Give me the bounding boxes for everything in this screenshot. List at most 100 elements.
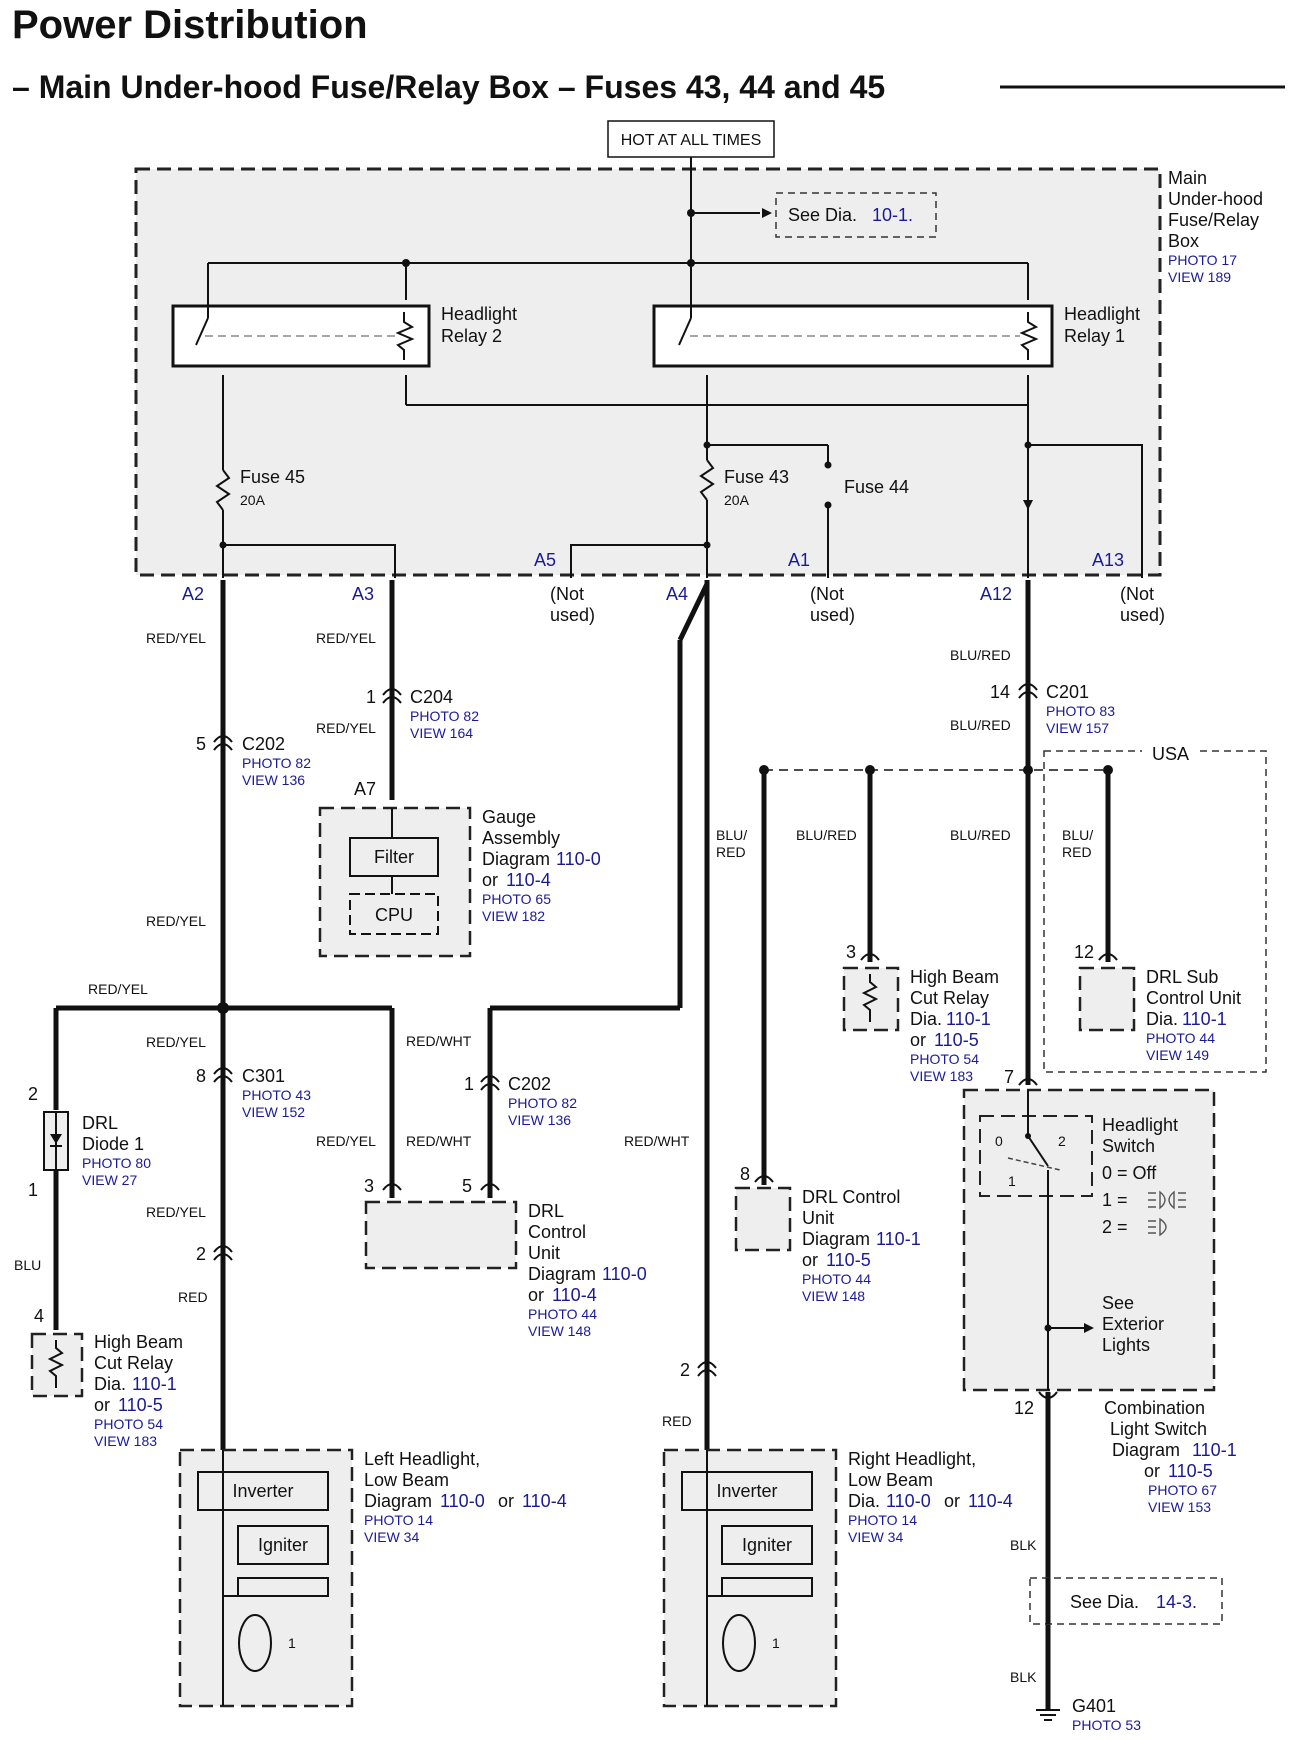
c204: C204	[410, 687, 453, 707]
svg-text:2: 2	[196, 1244, 206, 1264]
svg-text:1: 1	[28, 1180, 38, 1200]
svg-text:RED: RED	[662, 1413, 692, 1429]
fuse-box-name: Main Under-hood Fuse/Relay Box PHOTO 17 …	[1168, 168, 1263, 285]
left-headlight-link-1[interactable]: 110-0	[440, 1491, 485, 1511]
svg-text:Dia.: Dia.	[910, 1009, 942, 1029]
svg-text:A7: A7	[354, 779, 376, 799]
drl-cu-right-link-2[interactable]: 110-5	[826, 1250, 871, 1270]
relay-1-label-2: Relay 1	[1064, 326, 1125, 346]
svg-text:Inverter: Inverter	[716, 1481, 777, 1501]
see-dia-14-3-link[interactable]: 14-3.	[1156, 1592, 1197, 1612]
svg-text:BLU/: BLU/	[1062, 827, 1093, 843]
svg-text:5: 5	[196, 734, 206, 754]
see-dia-10-1-link[interactable]: 10-1.	[872, 205, 913, 225]
left-headlight-link-2[interactable]: 110-4	[522, 1491, 567, 1511]
drl-control-unit-center	[364, 1200, 518, 1270]
right-headlight-label: Right Headlight, Low Beam Dia. 110-0 or …	[848, 1449, 1013, 1545]
svg-text:Switch: Switch	[1102, 1136, 1155, 1156]
not-used-a1: (Not used)	[810, 584, 855, 625]
combo-link-1[interactable]: 110-1	[1192, 1440, 1237, 1460]
see-dia-14-3-box	[1029, 1577, 1223, 1625]
hbcr-right-link-1[interactable]: 110-1	[946, 1009, 991, 1029]
svg-text:2: 2	[1058, 1133, 1066, 1149]
hbcr-left-label: High Beam Cut Relay Dia. 110-1 or 110-5 …	[94, 1332, 183, 1449]
svg-text:Cut Relay: Cut Relay	[94, 1353, 173, 1373]
svg-text:VIEW 34: VIEW 34	[364, 1529, 419, 1545]
right-headlight-link-2[interactable]: 110-4	[968, 1491, 1013, 1511]
drl-cu-right-link-1[interactable]: 110-1	[876, 1229, 921, 1249]
svg-text:Control Unit: Control Unit	[1146, 988, 1241, 1008]
hbcr-right-link-2[interactable]: 110-5	[934, 1030, 979, 1050]
svg-text:1: 1	[772, 1635, 780, 1651]
right-igniter	[721, 1525, 813, 1565]
svg-text:PHOTO 80: PHOTO 80	[82, 1155, 151, 1171]
svg-text:Diagram: Diagram	[528, 1264, 596, 1284]
svg-text:PHOTO 83: PHOTO 83	[1046, 703, 1115, 719]
svg-text:Right Headlight,: Right Headlight,	[848, 1449, 976, 1469]
drl-cu-center-link-1[interactable]: 110-0	[602, 1264, 647, 1284]
svg-text:Diagram: Diagram	[482, 849, 550, 869]
svg-text:PHOTO 67: PHOTO 67	[1148, 1482, 1217, 1498]
svg-text:CPU: CPU	[375, 905, 413, 925]
svg-text:Dia.: Dia.	[94, 1374, 126, 1394]
terminal-a4: A4	[666, 584, 688, 604]
svg-text:PHOTO 14: PHOTO 14	[848, 1512, 917, 1528]
svg-text:Cut Relay: Cut Relay	[910, 988, 989, 1008]
c201: C201	[1046, 682, 1089, 702]
terminal-a5: A5	[534, 550, 556, 570]
svg-text:used): used)	[550, 605, 595, 625]
drl-cu-center-link-2[interactable]: 110-4	[552, 1285, 597, 1305]
svg-text:VIEW 152: VIEW 152	[242, 1104, 305, 1120]
hbcr-left-link-2[interactable]: 110-5	[118, 1395, 163, 1415]
drl-sub-control-unit	[1078, 966, 1136, 1032]
gauge-link-2[interactable]: 110-4	[506, 870, 551, 890]
svg-text:VIEW 183: VIEW 183	[94, 1433, 157, 1449]
svg-text:Filter: Filter	[374, 847, 414, 867]
svg-text:PHOTO 44: PHOTO 44	[802, 1271, 871, 1287]
drl-sub-link-1[interactable]: 110-1	[1182, 1009, 1227, 1029]
svg-text:BLU/RED: BLU/RED	[950, 827, 1011, 843]
drl-cu-right-label: DRL Control Unit Diagram 110-1 or 110-5 …	[802, 1187, 921, 1304]
svg-text:2: 2	[680, 1360, 690, 1380]
c301: C301	[242, 1066, 285, 1086]
hbcr-left-link-1[interactable]: 110-1	[132, 1374, 177, 1394]
svg-text:1 =: 1 =	[1102, 1190, 1128, 1210]
svg-text:BLK: BLK	[1010, 1537, 1037, 1553]
svg-text:Combination: Combination	[1104, 1398, 1205, 1418]
fuse-44-label: Fuse 44	[844, 477, 909, 497]
svg-text:BLU/RED: BLU/RED	[796, 827, 857, 843]
svg-text:Headlight: Headlight	[1102, 1115, 1178, 1135]
left-bulb	[238, 1614, 272, 1672]
svg-text:3: 3	[364, 1176, 374, 1196]
svg-text:RED: RED	[178, 1289, 208, 1305]
svg-text:See Dia.: See Dia.	[1070, 1592, 1139, 1612]
svg-text:8: 8	[196, 1066, 206, 1086]
hot-label: HOT AT ALL TIMES	[621, 132, 762, 149]
combo-link-2[interactable]: 110-5	[1168, 1461, 1213, 1481]
svg-text:Gauge: Gauge	[482, 807, 536, 827]
svg-text:(Not: (Not	[810, 584, 844, 604]
svg-text:PHOTO 43: PHOTO 43	[242, 1087, 311, 1103]
svg-text:PHOTO 54: PHOTO 54	[94, 1416, 163, 1432]
svg-text:Diagram: Diagram	[802, 1229, 870, 1249]
svg-text:BLU/RED: BLU/RED	[950, 647, 1011, 663]
svg-text:VIEW 149: VIEW 149	[1146, 1047, 1209, 1063]
svg-text:used): used)	[810, 605, 855, 625]
right-headlight-link-1[interactable]: 110-0	[886, 1491, 931, 1511]
not-used-a13: (Not used)	[1120, 584, 1165, 625]
svg-text:Low Beam: Low Beam	[364, 1470, 449, 1490]
svg-text:Fuse/Relay: Fuse/Relay	[1168, 210, 1259, 230]
parking-lamp-icon	[1148, 1190, 1186, 1210]
c202-center: C202	[508, 1074, 551, 1094]
terminal-a1: A1	[788, 550, 810, 570]
svg-text:12: 12	[1074, 942, 1094, 962]
svg-text:High Beam: High Beam	[910, 967, 999, 987]
relay-1-label-1: Headlight	[1064, 304, 1140, 324]
svg-text:RED: RED	[716, 844, 746, 860]
svg-text:DRL Control: DRL Control	[802, 1187, 900, 1207]
svg-text:VIEW 136: VIEW 136	[242, 772, 305, 788]
gauge-link-1[interactable]: 110-0	[556, 849, 601, 869]
svg-text:Igniter: Igniter	[742, 1535, 792, 1555]
relay-2-label-1: Headlight	[441, 304, 517, 324]
svg-text:Under-hood: Under-hood	[1168, 189, 1263, 209]
